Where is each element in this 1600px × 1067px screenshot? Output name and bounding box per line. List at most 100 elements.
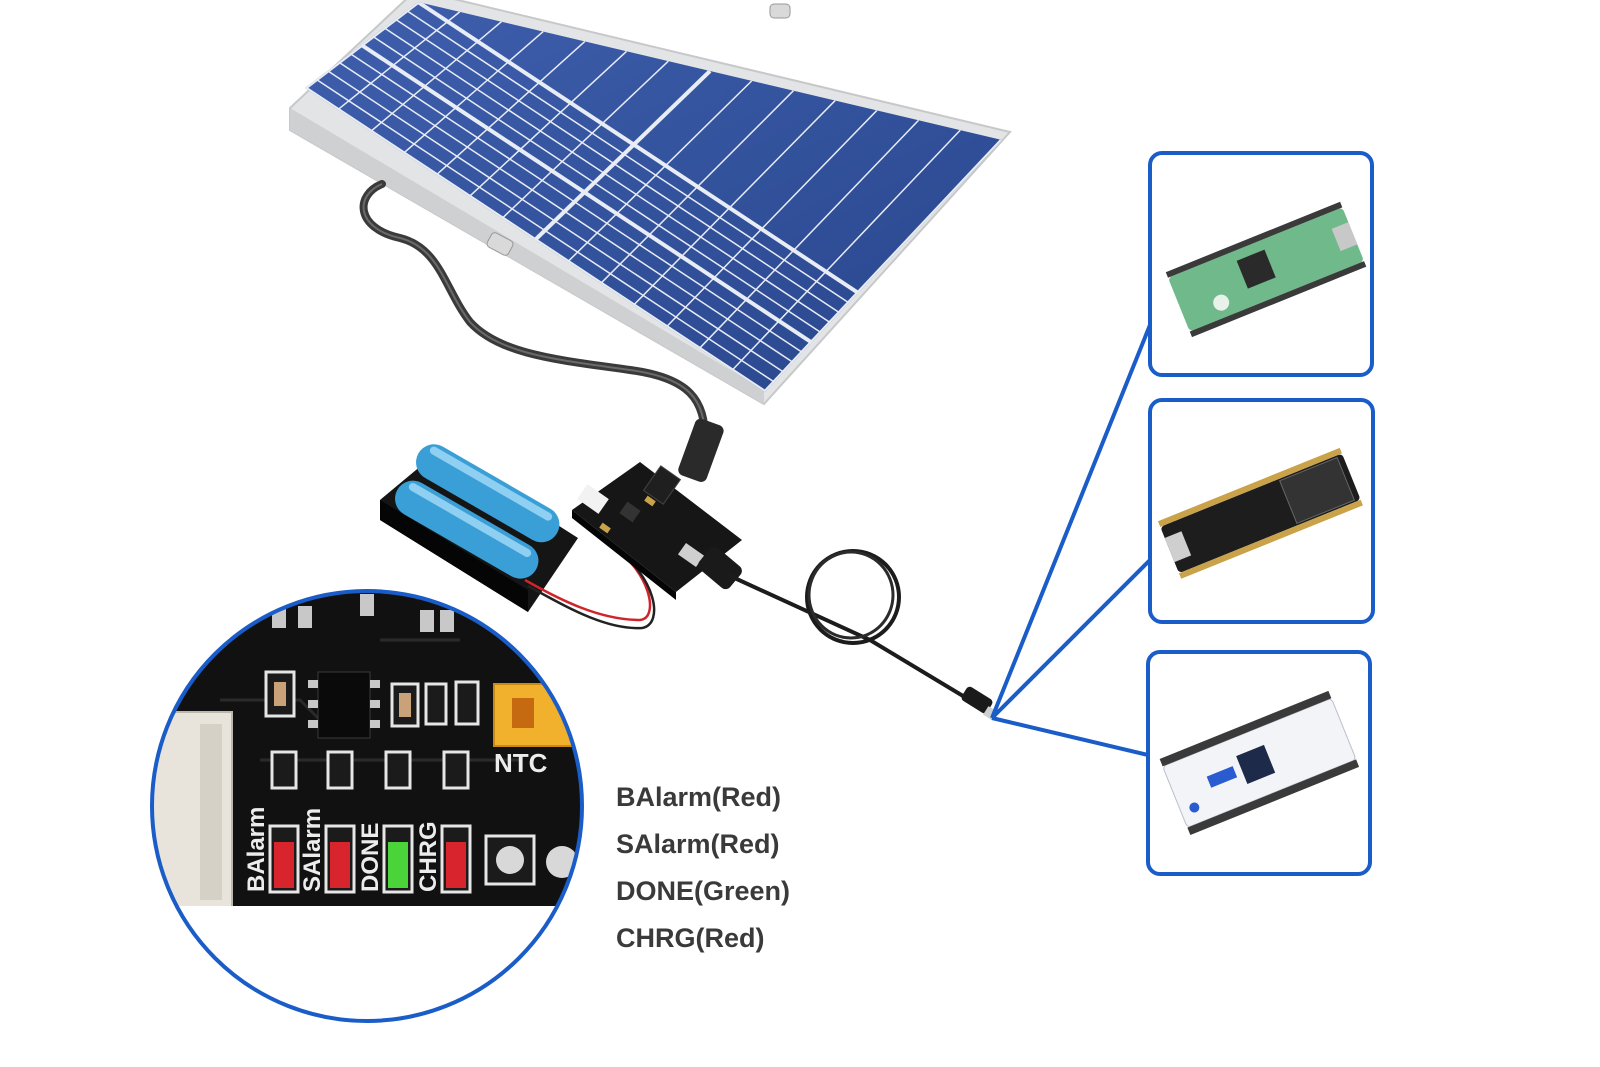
panel-grid-line	[327, 70, 789, 376]
zoom-led-resistor	[442, 750, 470, 790]
battery-cell-highlight	[429, 446, 553, 521]
panel-grid-line	[665, 109, 878, 328]
zoom-ntc-connector-slot	[512, 698, 534, 728]
panel-grid-line	[406, 9, 868, 316]
zoom-ic-chip	[317, 671, 371, 739]
panel-grid-line	[416, 2, 880, 308]
callout-line-middle	[990, 558, 1152, 720]
zoom-led-label: SAlarm	[299, 808, 326, 892]
zoom-smd-part	[454, 680, 480, 726]
panel-mount-bracket	[769, 3, 791, 19]
esp32-module	[1278, 456, 1356, 525]
panel-grid-line	[468, 50, 628, 198]
device-box-pico	[1148, 151, 1374, 377]
panel-grid-line	[600, 90, 794, 284]
zoom-smd-pad	[440, 610, 454, 632]
usb-cable	[868, 638, 980, 707]
callout-line-top	[990, 324, 1152, 719]
zoom-ic-pin	[308, 700, 318, 708]
zoom-ic-pin	[370, 720, 380, 728]
zoom-led-label: BAlarm	[243, 807, 270, 892]
callout-line-bottom	[991, 716, 1149, 757]
zoom-ic-pin	[370, 680, 380, 688]
panel-grid-line	[763, 138, 1002, 392]
panel-grid-line	[349, 52, 811, 359]
board-dc-jack	[642, 465, 682, 505]
panel-grid-line	[394, 18, 856, 324]
usb-cable	[727, 573, 871, 642]
nucleo-header	[1159, 690, 1332, 767]
solar-panel-cable-highlight	[362, 183, 706, 441]
nucleo-logo-stripe	[1206, 766, 1238, 788]
battery-cell-highlight	[408, 483, 532, 557]
device-callout	[990, 324, 1152, 757]
battery-wire-red	[524, 543, 652, 622]
panel-grid-line	[360, 43, 823, 351]
pico-usb	[1331, 222, 1358, 252]
esp32-usb	[1164, 531, 1192, 563]
esp32-board-icon	[1157, 447, 1363, 579]
stm32-nucleo-board-icon	[1159, 690, 1360, 836]
zoom-led-label: DONE	[357, 823, 384, 892]
solar-panel	[289, 0, 1012, 406]
battery-wire-black	[527, 546, 656, 630]
pico-logo	[1213, 294, 1230, 311]
panel-mount-bracket	[486, 232, 514, 256]
legend-done: DONE(Green)	[616, 876, 791, 906]
led-legend: BAlarm(Red) SAlarm(Red) DONE(Green) CHRG…	[616, 778, 790, 966]
device-box-nucleo	[1146, 650, 1372, 876]
panel-grid-line	[731, 129, 961, 371]
zoom-ic-pin	[308, 680, 318, 688]
zoom-circle-border	[150, 589, 584, 1023]
zoom-led-resistor	[326, 750, 354, 790]
zoom-led-label: CHRG	[415, 821, 442, 892]
legend-salarm: SAlarm(Red)	[616, 829, 780, 859]
board-chip	[619, 501, 641, 523]
board-pcb-edge	[572, 510, 676, 600]
zoom-smd-pad	[420, 610, 434, 632]
pico-chip	[1236, 249, 1276, 289]
board-component	[644, 495, 656, 507]
panel-grid-line	[435, 40, 586, 176]
zoom-led-resistor	[270, 750, 298, 790]
pico-pin-row	[1189, 261, 1367, 338]
battery-holder-side	[380, 500, 528, 612]
usb-plug	[698, 546, 742, 590]
panel-grid-line	[633, 100, 836, 306]
nucleo-button	[1189, 802, 1200, 813]
board-screw-terminal	[577, 484, 609, 514]
panel-grid-line	[338, 61, 800, 367]
usb-cable-coil	[807, 550, 895, 640]
battery-holder	[380, 444, 578, 612]
board-component	[599, 522, 611, 534]
esp32-pin-row	[1178, 499, 1363, 579]
zoom-board-edge	[152, 906, 582, 1021]
solar-panel-cells	[305, 2, 1002, 392]
panel-grid-line	[698, 119, 920, 350]
zoom-resistor-body	[399, 693, 411, 717]
panel-grid-line	[533, 69, 712, 242]
usb-c-plug	[961, 686, 993, 714]
zoom-ic-pin	[370, 700, 380, 708]
zoom-led-done	[388, 842, 408, 888]
zoom-white-connector-slot	[200, 724, 222, 900]
battery-cell	[395, 480, 539, 579]
nucleo-header	[1187, 759, 1360, 836]
battery-cell	[416, 444, 560, 543]
zoom-smd-part	[424, 682, 448, 726]
zoom-led-row: BAlarm SAlarm DONE CHRG	[243, 750, 472, 894]
dc-jack-plug	[678, 418, 724, 482]
panel-grid-line	[337, 11, 461, 111]
legend-chrg: CHRG(Red)	[616, 923, 765, 953]
zoom-tactile-button-cap	[496, 846, 524, 874]
zoom-smd-pad	[298, 606, 312, 628]
panel-grid-line	[370, 21, 502, 133]
panel-grid-line	[403, 31, 544, 154]
solar-charge-controller-board	[572, 462, 742, 600]
pico-pin-row	[1165, 201, 1343, 278]
zoom-tactile-button-cap	[546, 846, 578, 878]
zoom-resistor-body	[274, 682, 286, 706]
solar-panel-frame-edge	[290, 108, 764, 404]
solar-panel-grid	[305, 2, 1002, 392]
